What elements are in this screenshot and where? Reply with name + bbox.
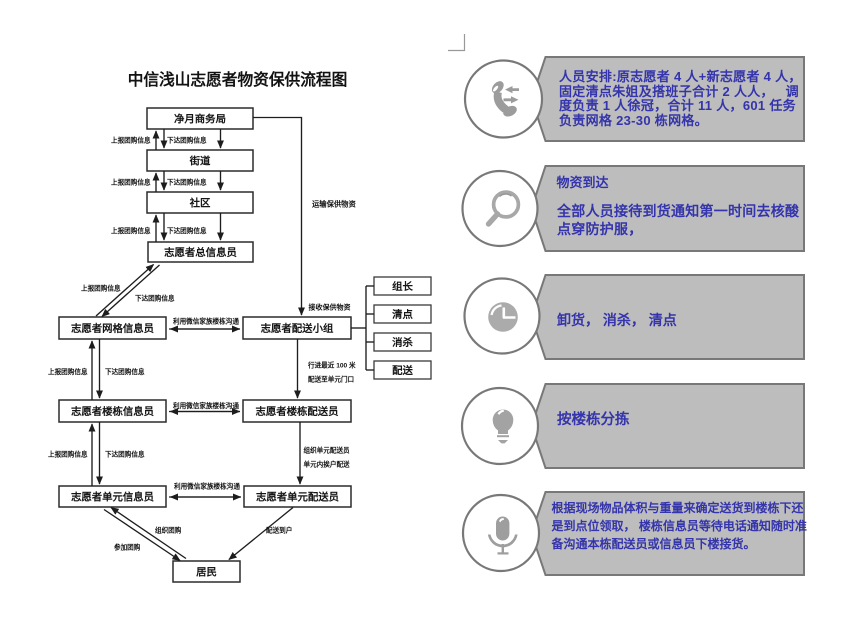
svg-text:志愿者单元信息员: 志愿者单元信息员 xyxy=(71,491,155,504)
svg-text:志愿者楼栋信息员: 志愿者楼栋信息员 xyxy=(71,405,155,418)
svg-text:下达团购信息: 下达团购信息 xyxy=(167,178,207,187)
svg-text:志愿者配送小组: 志愿者配送小组 xyxy=(261,322,334,335)
svg-text:接收保供物资: 接收保供物资 xyxy=(309,303,351,312)
svg-text:组织团购: 组织团购 xyxy=(155,526,182,535)
svg-text:上报团购信息: 上报团购信息 xyxy=(111,178,151,187)
svg-text:居民: 居民 xyxy=(196,567,217,579)
svg-text:志愿者总信息员: 志愿者总信息员 xyxy=(164,246,237,259)
svg-text:志愿者楼栋配送员: 志愿者楼栋配送员 xyxy=(255,405,339,418)
svg-text:单元内挨户配送: 单元内挨户配送 xyxy=(304,460,351,469)
svg-text:消杀: 消杀 xyxy=(392,336,413,349)
svg-text:社区: 社区 xyxy=(189,197,211,210)
svg-text:下达团购信息: 下达团购信息 xyxy=(167,136,207,145)
svg-text:利用微信家族楼栋沟通: 利用微信家族楼栋沟通 xyxy=(173,401,239,410)
svg-text:行进最近 100 米: 行进最近 100 米 xyxy=(307,361,356,370)
svg-text:利用微信家族楼栋沟通: 利用微信家族楼栋沟通 xyxy=(174,482,240,491)
svg-text:下达团购信息: 下达团购信息 xyxy=(105,450,145,459)
svg-text:配送: 配送 xyxy=(392,364,413,377)
svg-text:组长: 组长 xyxy=(392,280,413,293)
svg-text:参加团购: 参加团购 xyxy=(114,543,141,552)
svg-text:志愿者网格信息员: 志愿者网格信息员 xyxy=(71,322,155,335)
svg-text:利用微信家族楼栋沟通: 利用微信家族楼栋沟通 xyxy=(173,317,239,326)
svg-text:上报团购信息: 上报团购信息 xyxy=(111,136,151,145)
svg-text:上报团购信息: 上报团购信息 xyxy=(81,284,121,293)
svg-text:清点: 清点 xyxy=(392,308,413,321)
svg-text:街道: 街道 xyxy=(189,155,211,168)
svg-text:下达团购信息: 下达团购信息 xyxy=(135,294,175,303)
svg-text:上报团购信息: 上报团购信息 xyxy=(48,450,88,459)
svg-text:上报团购信息: 上报团购信息 xyxy=(48,367,88,376)
svg-text:净月商务局: 净月商务局 xyxy=(174,113,226,126)
svg-text:运输保供物资: 运输保供物资 xyxy=(312,200,356,209)
svg-text:下达团购信息: 下达团购信息 xyxy=(105,367,145,376)
svg-text:组织单元配送员: 组织单元配送员 xyxy=(304,446,351,455)
svg-text:配送到户: 配送到户 xyxy=(266,526,292,535)
svg-text:配送至单元门口: 配送至单元门口 xyxy=(308,375,354,384)
svg-text:下达团购信息: 下达团购信息 xyxy=(167,226,207,235)
svg-text:上报团购信息: 上报团购信息 xyxy=(111,226,151,235)
svg-text:志愿者单元配送员: 志愿者单元配送员 xyxy=(256,491,340,504)
